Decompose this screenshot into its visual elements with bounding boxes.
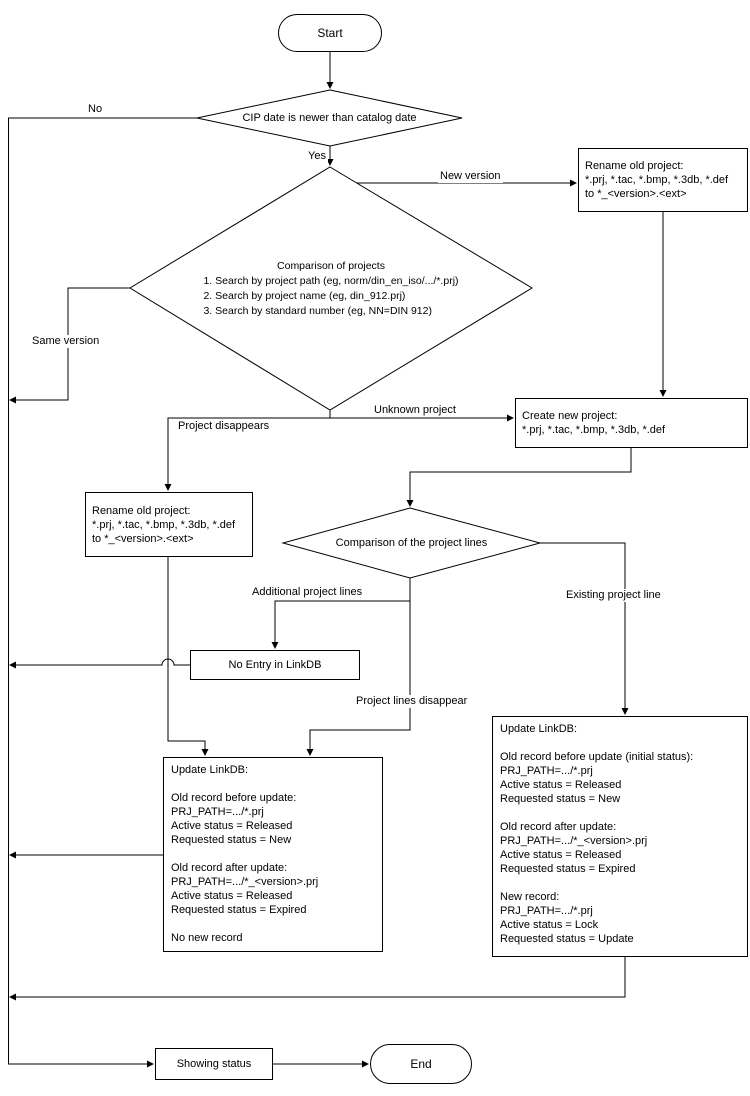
edge-label-existing-project-line: Existing project line [564, 589, 663, 602]
edge-label-yes: Yes [306, 150, 328, 163]
decision-project-comparison-shape [129, 166, 533, 411]
process-no-entry-linkdb: No Entry in LinkDB [190, 650, 360, 680]
process-showing-status: Showing status [155, 1048, 273, 1080]
connector-create-to-lines-decision [409, 448, 632, 500]
end-terminator: End [370, 1044, 472, 1084]
connector-rename-left-to-update [167, 557, 206, 749]
decision-cip-date-shape [196, 89, 463, 147]
connector-noentry-return [16, 658, 190, 666]
arrowheads [9, 82, 667, 1068]
edge-label-same-version: Same version [30, 335, 102, 348]
edge-label-no: No [86, 103, 105, 116]
start-terminator: Start [278, 14, 382, 52]
process-create-new-project: Create new project: *.prj, *.tac, *.bmp,… [515, 398, 748, 448]
connector-project-lines-disappear [309, 578, 411, 749]
connector-additional-project-lines [274, 600, 410, 642]
process-update-linkdb-left: Update LinkDB: Old record before update:… [163, 757, 383, 952]
process-update-linkdb-right: Update LinkDB: Old record before update … [492, 716, 748, 957]
connector-existing-project-line [540, 542, 626, 708]
edge-label-project-lines-disappear: Project lines disappear [354, 695, 470, 708]
process-rename-old-project-top: Rename old project: *.prj, *.tac, *.bmp,… [578, 148, 748, 212]
decision-project-lines-shape [281, 507, 542, 579]
connector-update-right-return [16, 957, 626, 998]
edge-label-unknown-project: Unknown project [372, 404, 458, 417]
connector-no-return-line [8, 117, 197, 1065]
edge-label-project-disappears: Project disappears [176, 420, 272, 433]
edge-label-new-version: New version [438, 170, 503, 183]
connector-bottom-split [167, 410, 508, 484]
edge-label-additional-project-lines: Additional project lines [250, 586, 365, 599]
process-rename-old-project-left: Rename old project: *.prj, *.tac, *.bmp,… [85, 492, 253, 557]
